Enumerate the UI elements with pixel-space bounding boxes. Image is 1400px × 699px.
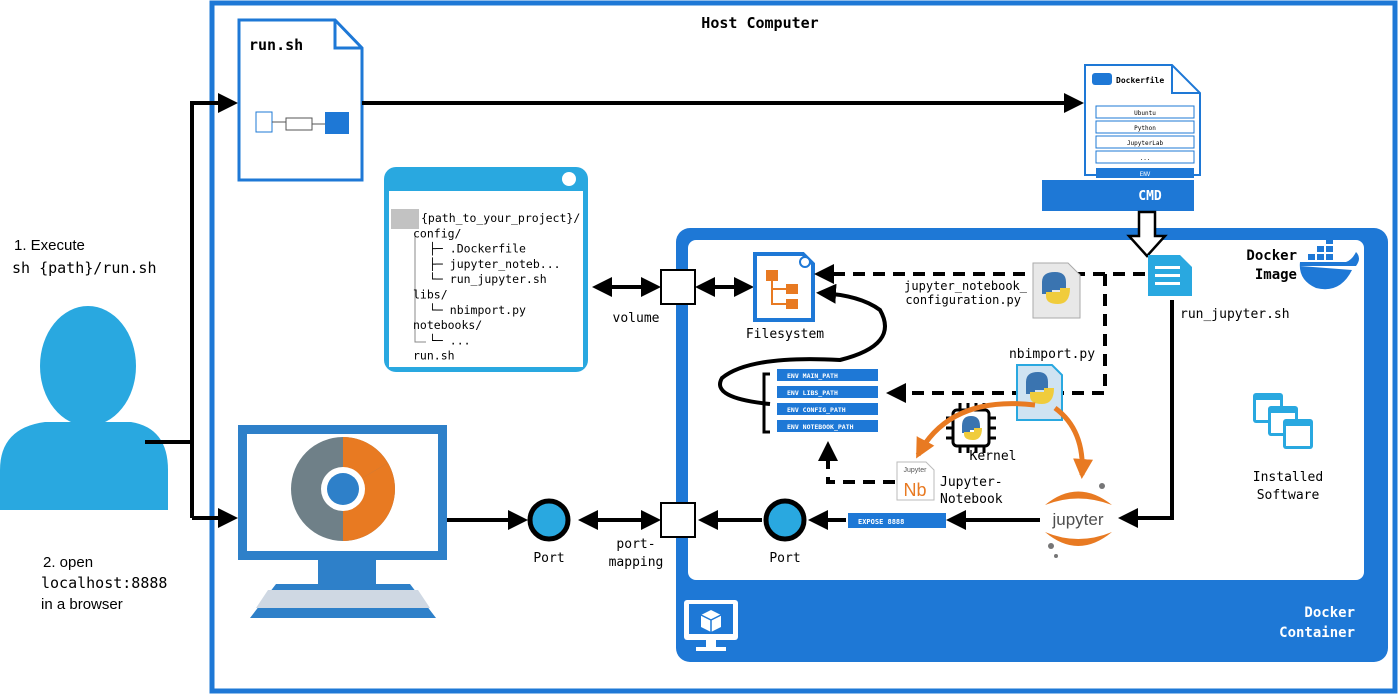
dashed-arrow-to-env xyxy=(886,274,1107,403)
project-tree-window xyxy=(384,167,588,372)
env-var-bar xyxy=(777,369,878,381)
jupyter-nb-icon xyxy=(896,461,935,501)
step1-command: sh {path}/run.sh xyxy=(12,259,157,277)
dashed-arrow-from-notebook xyxy=(818,441,895,484)
computer-browser-icon xyxy=(238,425,447,618)
expose-bar xyxy=(848,513,946,528)
step2-title: 2. open xyxy=(43,554,93,571)
run-jupyter-label: run_jupyter.sh xyxy=(1180,307,1290,322)
run-sh-title: run.sh xyxy=(249,36,303,54)
user-icon xyxy=(0,306,168,510)
docker-container-label-2: Container xyxy=(1279,625,1355,641)
port-mapping-box xyxy=(660,502,696,538)
config-file-label-1: jupyter_notebook_ xyxy=(904,279,1028,293)
container-box-icon xyxy=(684,600,738,651)
expose-label: EXPOSE 8888 xyxy=(858,518,904,526)
installed-label-1: Installed xyxy=(1253,470,1323,485)
env-bracket xyxy=(762,372,770,434)
config-file-label-2: configuration.py xyxy=(905,293,1021,307)
arrow-to-run-sh xyxy=(190,93,238,518)
container-port-label: Port xyxy=(769,551,800,566)
cmd-down-arrow xyxy=(1126,210,1168,258)
arrow-run-jupyter-to-jupyter xyxy=(1118,300,1174,528)
env-var-bar xyxy=(777,420,878,432)
env-var-bar xyxy=(777,403,878,415)
dockerfile-layer-label: ... xyxy=(1140,155,1151,162)
run-sh-document xyxy=(237,18,364,182)
cmd-bar xyxy=(1042,180,1194,211)
dockerfile-env-bar xyxy=(1096,168,1194,178)
volume-label: volume xyxy=(613,311,660,326)
host-port-label: Port xyxy=(533,551,564,566)
docker-container-label-1: Docker xyxy=(1304,605,1355,621)
project-tree-line: run.sh xyxy=(413,349,455,363)
step2-url: localhost:8888 xyxy=(41,574,167,592)
dockerfile-layers: UbuntuPythonJupyterLab... xyxy=(1095,105,1195,164)
kernel-chip-icon xyxy=(946,403,996,453)
installed-software-icon xyxy=(1253,393,1313,449)
env-var-label: ENV NOTEBOOK_PATH xyxy=(787,423,854,431)
project-tree-line: └─ run_jupyter.sh xyxy=(429,272,547,286)
kernel-label: Kernel xyxy=(970,449,1017,464)
filesystem-icon xyxy=(753,252,815,322)
dockerfile-layer-box xyxy=(1095,135,1195,149)
project-tree-line: └─ ... xyxy=(429,333,471,347)
env-var-label: ENV MAIN_PATH xyxy=(787,372,838,380)
host-computer-frame xyxy=(209,0,1398,694)
project-tree-line: {path_to_your_project}/ xyxy=(421,211,580,225)
dockerfile-layer-box xyxy=(1095,120,1195,134)
project-tree-line: notebooks/ xyxy=(413,318,482,332)
docker-whale-icon xyxy=(1299,238,1359,290)
jupyter-logo-text: jupyter xyxy=(1051,510,1103,529)
nbimport-file-icon xyxy=(1016,364,1063,421)
container-port-icon xyxy=(763,498,807,542)
project-tree-line: libs/ xyxy=(413,288,448,302)
docker-image-label-2: Image xyxy=(1255,267,1297,283)
filesystem-label: Filesystem xyxy=(746,327,824,342)
project-tree-line: └─ nbimport.py xyxy=(429,303,526,317)
jupyter-notebook-label-1: Jupyter- xyxy=(940,475,1003,490)
dockerfile-layer-label: JupyterLab xyxy=(1127,140,1164,147)
dockerfile-layer-label: Python xyxy=(1134,125,1156,132)
dockerfile-title: Dockerfile xyxy=(1116,75,1164,85)
port-mapping-label-1: port- xyxy=(616,537,655,552)
nbimport-label: nbimport.py xyxy=(1009,347,1095,362)
step2-suffix: in a browser xyxy=(41,596,123,613)
dockerfile-layer-box xyxy=(1095,150,1195,164)
cmd-label: CMD xyxy=(1138,189,1162,204)
orange-arrow-to-jupyter xyxy=(1053,405,1094,479)
jupyter-notebook-label-2: Notebook xyxy=(940,492,1003,507)
project-tree-line: ├─ .Dockerfile xyxy=(429,242,526,256)
project-tree-line: config/ xyxy=(413,226,462,240)
jupyter-logo-icon xyxy=(1045,483,1112,558)
dockerfile-env-label: ENV xyxy=(1140,171,1151,178)
host-port-icon xyxy=(527,498,571,542)
host-computer-title: Host Computer xyxy=(701,14,818,32)
dockerfile-layer-box xyxy=(1095,105,1195,119)
env-var-label: ENV CONFIG_PATH xyxy=(787,406,846,414)
env-var-bar xyxy=(777,386,878,398)
docker-image-label-1: Docker xyxy=(1246,248,1297,264)
port-mapping-label-2: mapping xyxy=(609,555,664,570)
volume-mount-box xyxy=(660,269,696,305)
env-to-filesystem-curve xyxy=(718,283,887,406)
nb-mark: Nb xyxy=(903,480,926,500)
project-tree-line: ├─ jupyter_noteb... xyxy=(429,257,561,271)
project-tree-lines: {path_to_your_project}/config/ ├─ .Docker… xyxy=(413,211,580,363)
python-file-icon xyxy=(1032,262,1081,319)
run-jupyter-file-icon xyxy=(1148,255,1192,296)
step1-title: 1. Execute xyxy=(14,237,85,254)
nb-top-label: Jupyter xyxy=(904,467,928,474)
env-variable-list: ENV MAIN_PATH ENV LIBS_PATH ENV CONFIG_PAT… xyxy=(777,369,878,432)
installed-label-2: Software xyxy=(1257,488,1320,503)
env-var-label: ENV LIBS_PATH xyxy=(787,389,838,397)
dockerfile-layer-label: Ubuntu xyxy=(1134,110,1156,117)
orange-arrow-to-notebook xyxy=(915,401,1036,459)
